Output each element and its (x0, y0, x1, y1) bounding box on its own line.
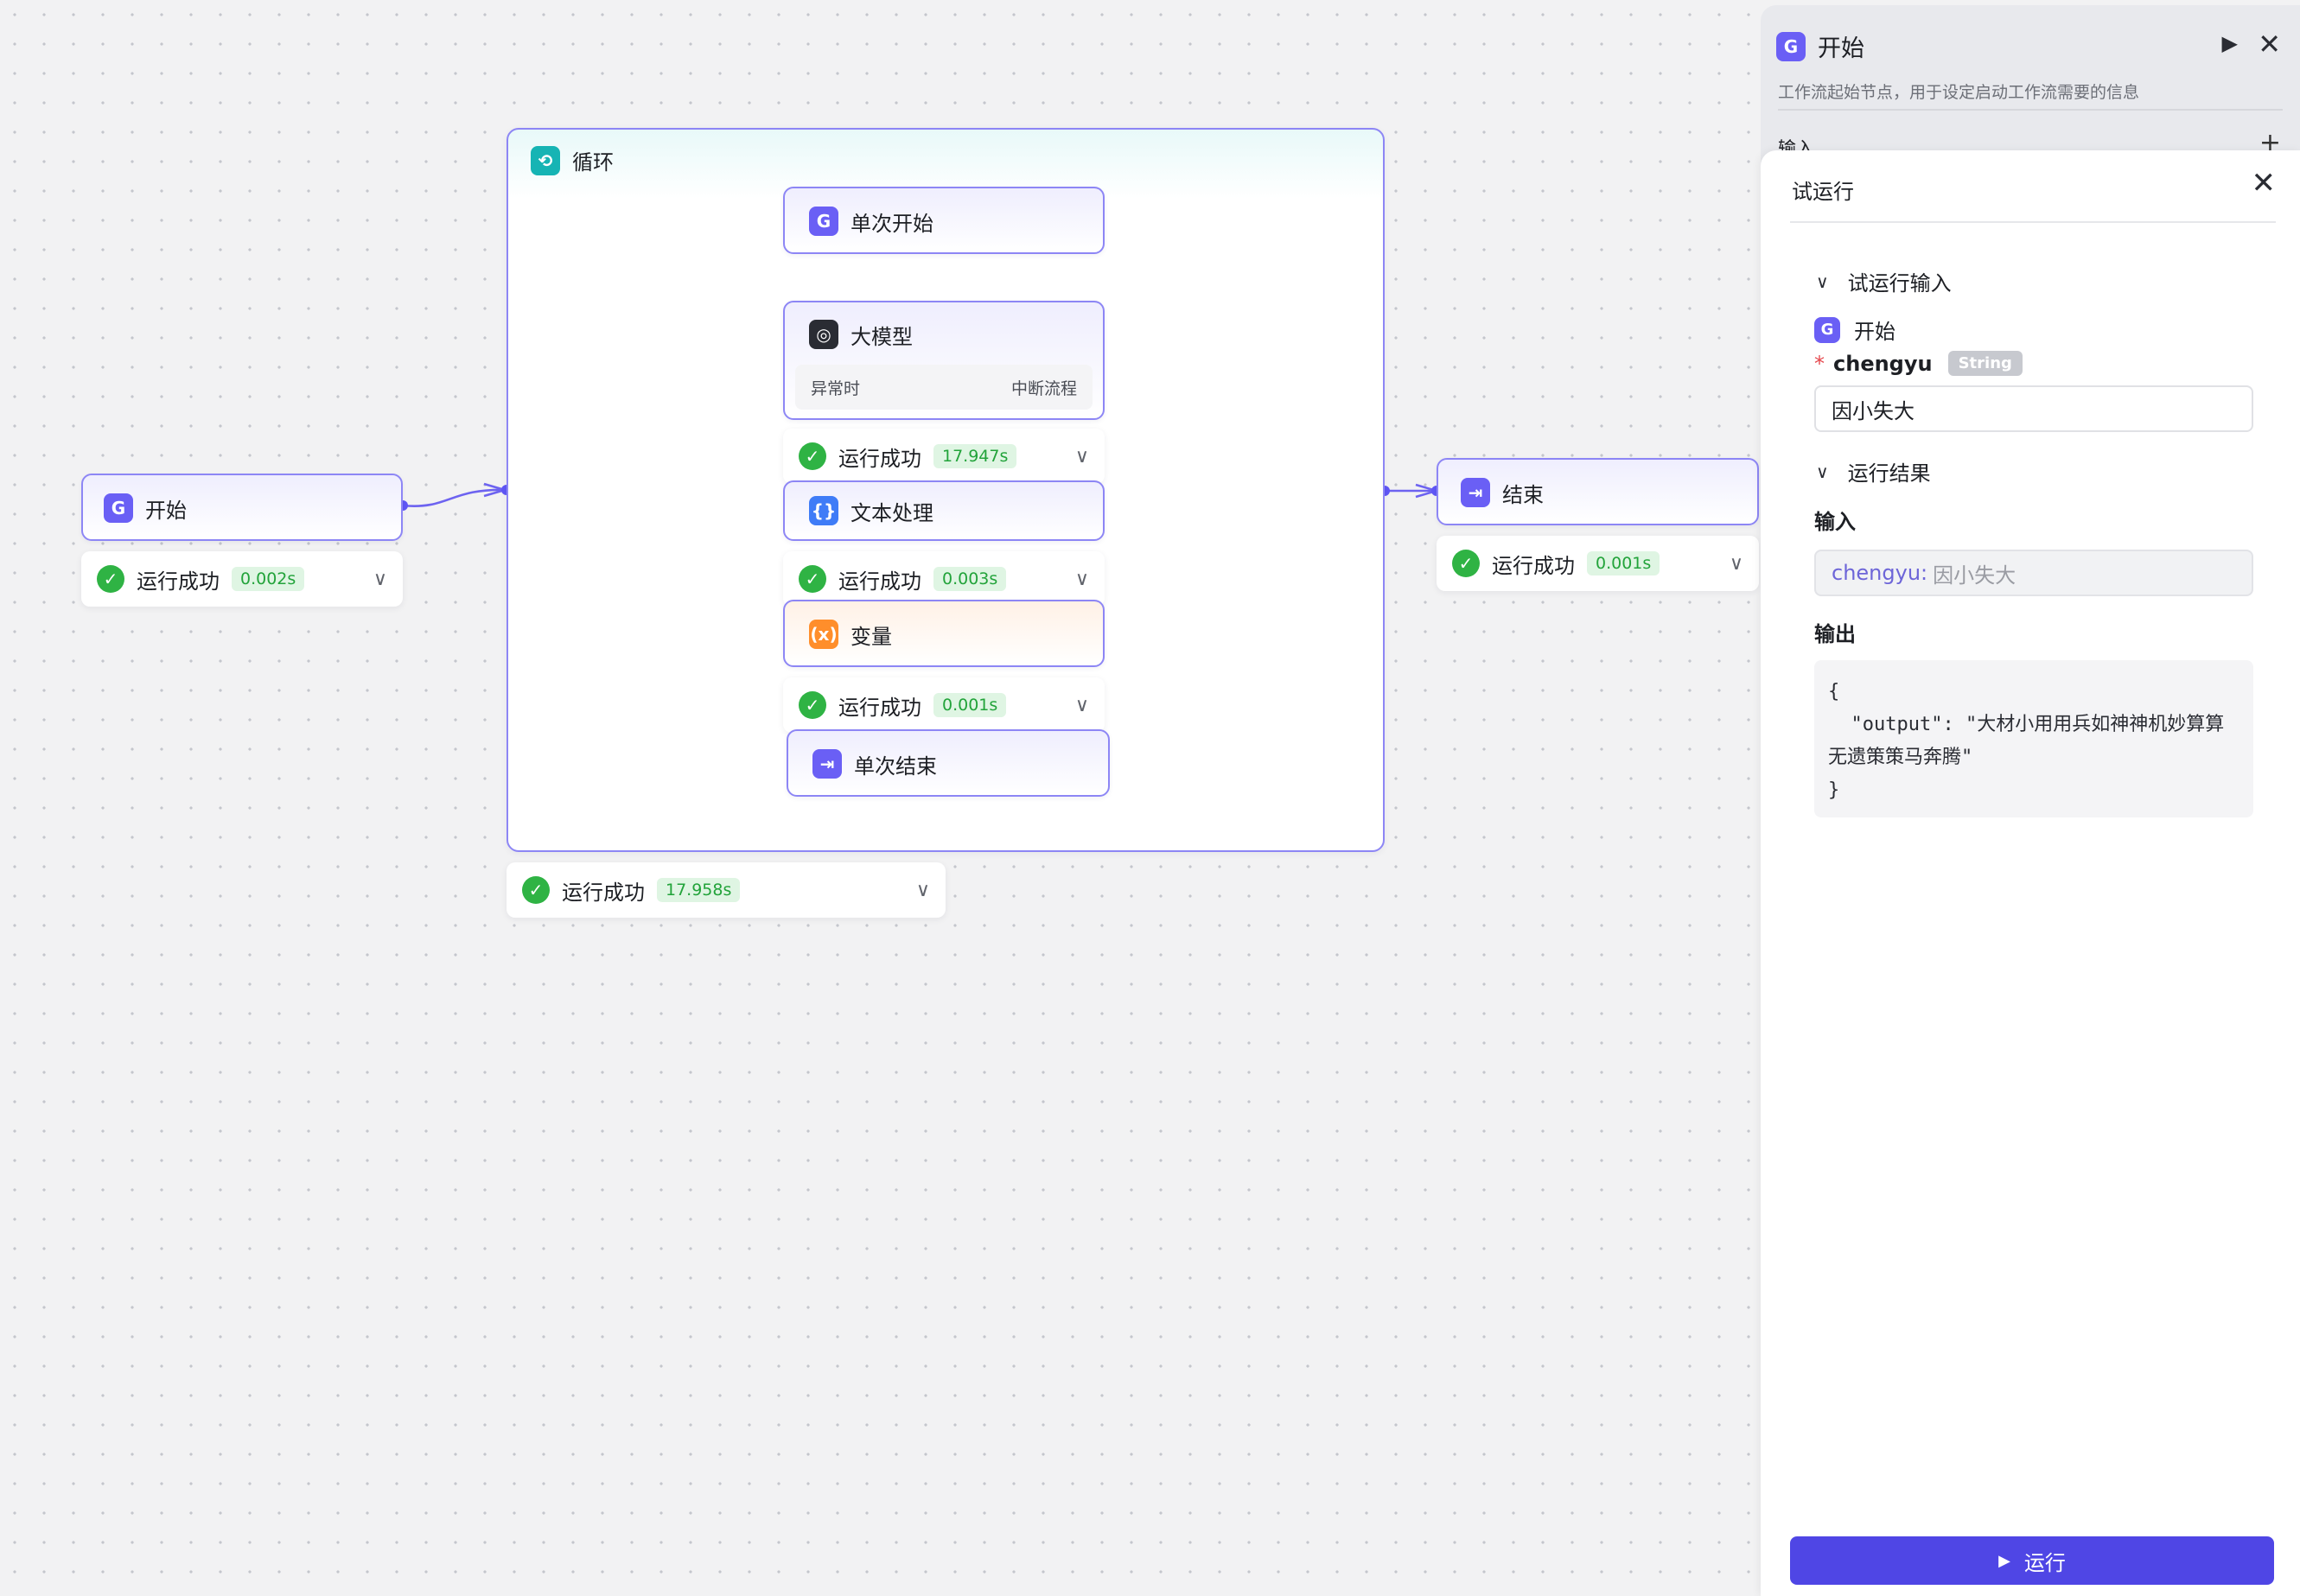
time-badge: 17.958s (657, 878, 741, 902)
input-section-header[interactable]: ∨ 试运行输入 (1816, 266, 1952, 296)
test-run-title: 试运行 (1792, 180, 1854, 204)
start-node[interactable]: G 开始 (81, 474, 403, 541)
run-button[interactable]: ▶ 运行 (1790, 1536, 2274, 1585)
llm-node[interactable]: ◎ 大模型 异常时 中断流程 (783, 301, 1105, 420)
loop-start-node[interactable]: G 单次开始 (783, 187, 1105, 254)
var-node-title: 变量 (851, 624, 892, 649)
edge-loop-end-arrow (1415, 483, 1441, 499)
variable-icon: (x) (809, 620, 838, 649)
test-run-panel: 试运行 ✕ ∨ 试运行输入 G 开始 * chengyu String ∨ 运行… (1761, 150, 2300, 1596)
close-icon[interactable]: ✕ (2251, 166, 2277, 200)
start-icon: G (104, 493, 133, 523)
input-key: chengyu: (1832, 561, 1928, 585)
status-text: 运行成功 (1492, 553, 1575, 578)
loop-end-node[interactable]: ⇥ 单次结束 (787, 729, 1110, 797)
edge-start-loop (402, 488, 507, 507)
time-badge: 0.003s (933, 567, 1007, 591)
end-node-status[interactable]: ✓ 运行成功 0.001s ∨ (1437, 536, 1759, 591)
input-value: 因小失大 (1933, 563, 2016, 588)
required-mark: * (1814, 351, 1825, 376)
on-error-label: 异常时 (811, 378, 861, 398)
result-section-header[interactable]: ∨ 运行结果 (1816, 456, 1931, 486)
time-badge: 0.001s (1587, 551, 1660, 575)
llm-node-status[interactable]: ✓ 运行成功 17.947s ∨ (783, 429, 1105, 484)
field-name: chengyu (1833, 351, 1933, 376)
status-text: 运行成功 (838, 695, 921, 720)
divider (1778, 109, 2283, 111)
field-label: * chengyu String (1814, 351, 2023, 376)
text-node-title: 文本处理 (851, 500, 933, 525)
on-error-action: 中断流程 (1010, 378, 1077, 398)
text-process-node[interactable]: {} 文本处理 (783, 480, 1105, 541)
loop-end-title: 单次结束 (854, 753, 937, 779)
error-handling-row: 异常时 中断流程 (795, 365, 1093, 410)
type-badge: String (1947, 351, 2023, 376)
start-label-text: 开始 (1854, 320, 1895, 344)
chevron-down-icon: ∨ (1816, 461, 1829, 482)
node-config-panel: G 开始 ▶ ✕ 工作流起始节点，用于设定启动工作流需要的信息 输入 + (1761, 5, 2300, 178)
edge-start-loop-arrow (483, 482, 509, 498)
time-badge: 17.947s (933, 444, 1017, 468)
llm-icon: ◎ (809, 320, 838, 349)
input-section-title: 试运行输入 (1847, 271, 1952, 296)
success-icon: ✓ (799, 691, 826, 719)
chevron-down-icon[interactable]: ∨ (915, 879, 930, 901)
success-icon: ✓ (97, 565, 124, 593)
chevron-down-icon: ∨ (1816, 270, 1829, 292)
variable-node[interactable]: (x) 变量 (783, 600, 1105, 667)
start-node-label: G 开始 (1814, 315, 1895, 345)
chevron-down-icon[interactable]: ∨ (1074, 568, 1089, 590)
end-node[interactable]: ⇥ 结束 (1437, 458, 1759, 525)
status-text: 运行成功 (562, 880, 645, 905)
result-input-label: 输入 (1814, 510, 1856, 534)
status-text: 运行成功 (137, 569, 220, 594)
loop-node-status[interactable]: ✓ 运行成功 17.958s ∨ (507, 862, 946, 918)
chevron-down-icon[interactable]: ∨ (373, 568, 387, 590)
loop-icon: ⟲ (531, 145, 560, 175)
start-icon: G (809, 207, 838, 236)
start-node-status[interactable]: ✓ 运行成功 0.002s ∨ (81, 551, 403, 607)
play-icon[interactable]: ▶ (2221, 31, 2238, 55)
var-node-status[interactable]: ✓ 运行成功 0.001s ∨ (783, 677, 1105, 733)
chevron-down-icon[interactable]: ∨ (1074, 694, 1089, 716)
play-icon: ▶ (1998, 1551, 2010, 1570)
success-icon: ✓ (522, 876, 550, 904)
llm-node-title: 大模型 (851, 324, 913, 349)
result-output-label: 输出 (1814, 622, 1856, 646)
loop-node-title: 循环 (572, 150, 614, 175)
time-badge: 0.002s (232, 567, 305, 591)
result-section-title: 运行结果 (1847, 461, 1931, 486)
divider (1790, 221, 2276, 223)
text-process-icon: {} (809, 496, 838, 525)
success-icon: ✓ (1452, 550, 1480, 577)
run-button-label: 运行 (2023, 1550, 2066, 1575)
status-text: 运行成功 (838, 569, 921, 594)
chevron-down-icon[interactable]: ∨ (1729, 552, 1743, 575)
chevron-down-icon[interactable]: ∨ (1074, 445, 1089, 467)
result-input-value: chengyu: 因小失大 (1814, 550, 2253, 596)
text-node-status[interactable]: ✓ 运行成功 0.003s ∨ (783, 551, 1105, 607)
end-icon: ⇥ (1461, 478, 1490, 507)
success-icon: ✓ (799, 442, 826, 470)
output-code-block: { "output": "大材小用用兵如神神机妙算算无遗策策马奔腾" } (1814, 660, 2253, 817)
workflow-canvas[interactable]: G 开始 ✓ 运行成功 0.002s ∨ ⟲ 循环 ✓ 运行成功 17.958s… (0, 0, 1759, 1596)
loop-start-title: 单次开始 (851, 211, 933, 236)
success-icon: ✓ (799, 565, 826, 593)
close-icon[interactable]: ✕ (2258, 28, 2281, 60)
start-icon: G (1776, 31, 1806, 61)
start-node-title: 开始 (145, 498, 187, 523)
config-panel-title: 开始 (1818, 35, 1864, 62)
time-badge: 0.001s (933, 693, 1007, 717)
chengyu-input[interactable] (1814, 385, 2253, 432)
config-panel-description: 工作流起始节点，用于设定启动工作流需要的信息 (1778, 83, 2140, 102)
end-node-title: 结束 (1502, 482, 1544, 507)
start-icon: G (1814, 316, 1840, 343)
status-text: 运行成功 (838, 446, 921, 471)
end-icon: ⇥ (812, 749, 842, 779)
